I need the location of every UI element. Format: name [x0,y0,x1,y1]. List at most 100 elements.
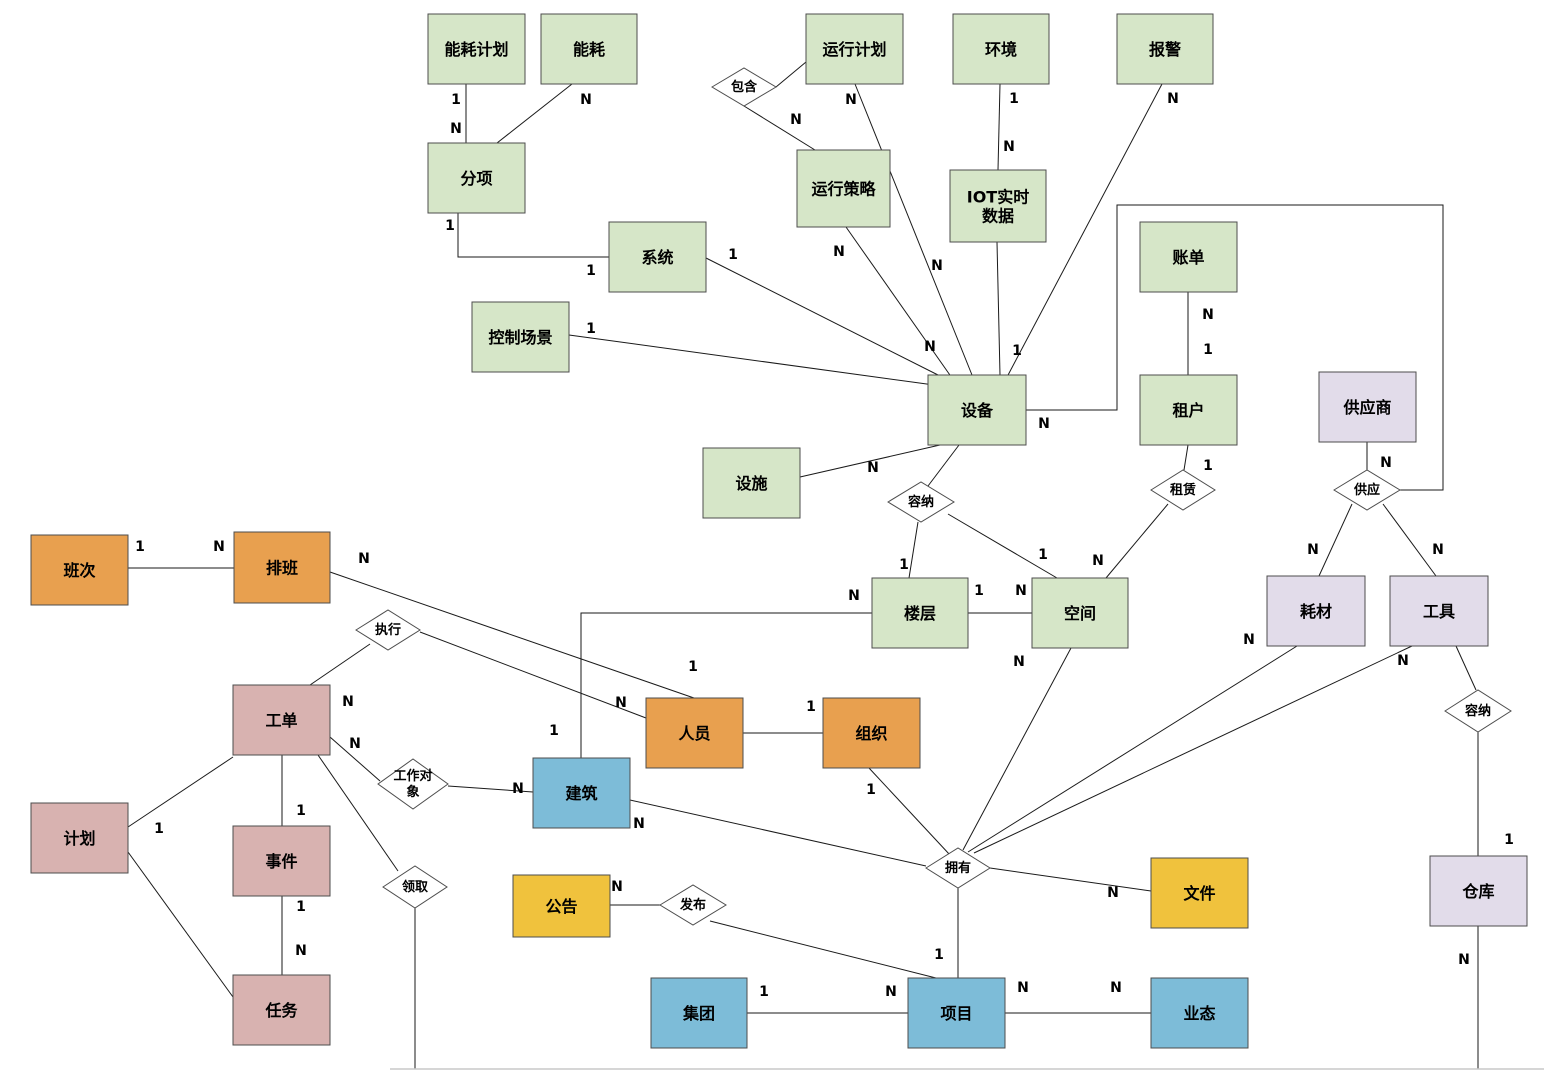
entity-supplier[interactable]: 供应商 [1318,371,1417,443]
entity-facility-box[interactable] [702,447,801,519]
entity-organization-box[interactable] [822,697,921,769]
relationship-work-object[interactable]: 工作对象 [377,758,449,810]
entity-personnel[interactable]: 人员 [645,697,744,769]
entity-warehouse[interactable]: 仓库 [1429,855,1528,927]
entity-tool-box[interactable] [1389,575,1489,647]
entity-space[interactable]: 空间 [1031,577,1129,649]
entity-business-type[interactable]: 业态 [1150,977,1249,1049]
relationship-supply[interactable]: 供应 [1333,469,1401,511]
entity-building-box[interactable] [532,757,631,829]
relationship-execute[interactable]: 执行 [355,609,421,651]
entity-task-box[interactable] [232,974,331,1046]
entity-project-box[interactable] [907,977,1006,1049]
node-label: 运行计划 [822,40,886,59]
entity-equipment-box[interactable] [927,374,1027,446]
entity-shift[interactable]: 班次 [30,534,129,606]
entity-alarm[interactable]: 报警 [1116,13,1214,85]
entity-energy-plan[interactable]: 能耗计划 [427,13,526,85]
entity-announcement-box[interactable] [512,874,611,938]
entity-shift-box[interactable] [30,534,129,606]
relationship-own-diamond[interactable] [925,847,991,889]
entity-personnel-box[interactable] [645,697,744,769]
entity-plan[interactable]: 计划 [30,802,129,874]
relationship-accommodate-equipment[interactable]: 容纳 [887,481,955,523]
entity-group-box[interactable] [650,977,748,1049]
entity-tool[interactable]: 工具 [1389,575,1489,647]
entity-equipment[interactable]: 设备 [927,374,1027,446]
entity-supplier-box[interactable] [1318,371,1417,443]
relationship-claim[interactable]: 领取 [382,865,448,909]
entity-system-box[interactable] [608,221,707,293]
entity-scheduling[interactable]: 排班 [233,531,331,604]
entity-subitem-box[interactable] [427,142,526,214]
entity-file-box[interactable] [1150,857,1249,929]
entity-organization[interactable]: 组织 [822,697,921,769]
entity-consumable[interactable]: 耗材 [1266,575,1366,647]
relationship-lease[interactable]: 租赁 [1150,469,1216,511]
cardinality-label: 1 [549,723,559,739]
entity-facility[interactable]: 设施 [702,447,801,519]
edge-subitem--system [457,213,609,258]
entity-operation-strategy-box[interactable] [796,149,891,228]
edge-environment--iot [997,83,1001,171]
entity-control-scene-box[interactable] [471,301,570,373]
entity-environment[interactable]: 环境 [952,13,1050,85]
entity-work-order-box[interactable] [232,684,331,756]
edge-operation-plan--equipment [854,83,973,376]
entity-warehouse-box[interactable] [1429,855,1528,927]
entity-announcement[interactable]: 公告 [512,874,611,938]
entity-group[interactable]: 集团 [650,977,748,1049]
entity-operation-strategy[interactable]: 运行策略 [796,149,891,228]
entity-bill[interactable]: 账单 [1139,221,1238,293]
relationship-accommodate-warehouse[interactable]: 容纳 [1444,689,1512,733]
entity-environment-box[interactable] [952,13,1050,85]
entity-operation-plan[interactable]: 运行计划 [805,13,904,85]
relationship-execute-diamond[interactable] [355,609,421,651]
entity-iot-realtime-data-box[interactable] [949,169,1047,243]
entity-floor[interactable]: 楼层 [871,577,969,649]
relationship-publish[interactable]: 发布 [659,884,727,926]
entity-tenant[interactable]: 租户 [1139,374,1238,446]
entity-system[interactable]: 系统 [608,221,707,293]
entity-energy[interactable]: 能耗 [540,13,638,85]
relationship-claim-diamond[interactable] [382,865,448,909]
entity-subitem[interactable]: 分项 [427,142,526,214]
relationship-accommodate-equipment-diamond[interactable] [887,481,955,523]
entity-operation-plan-box[interactable] [805,13,904,85]
edge-operation-strategy--equipment [845,226,953,379]
relationship-own[interactable]: 拥有 [925,847,991,889]
entity-event-box[interactable] [232,825,331,897]
relationship-accommodate-warehouse-diamond[interactable] [1444,689,1512,733]
node-label: 控制场景 [488,328,552,347]
relationship-contains-diamond[interactable] [711,67,777,107]
entity-project[interactable]: 项目 [907,977,1006,1049]
entity-building[interactable]: 建筑 [532,757,631,829]
entity-plan-box[interactable] [30,802,129,874]
entity-tenant-box[interactable] [1139,374,1238,446]
entity-alarm-box[interactable] [1116,13,1214,85]
entity-energy-plan-box[interactable] [427,13,526,85]
entity-work-order[interactable]: 工单 [232,684,331,756]
relationship-publish-diamond[interactable] [659,884,727,926]
cardinality-label: 1 [806,699,816,715]
entity-consumable-box[interactable] [1266,575,1366,647]
entity-energy-box[interactable] [540,13,638,85]
entity-bill-box[interactable] [1139,221,1238,293]
entity-task[interactable]: 任务 [232,974,331,1046]
relationship-lease-diamond[interactable] [1150,469,1216,511]
entity-floor-box[interactable] [871,577,969,649]
entity-event[interactable]: 事件 [232,825,331,897]
entity-iot-realtime-data[interactable]: IOT实时数据 [949,169,1047,243]
entity-control-scene[interactable]: 控制场景 [471,301,570,373]
node-label: 人员 [678,724,710,743]
entity-scheduling-box[interactable] [233,531,331,604]
cardinality-label: N [580,92,592,108]
edge-supply--tool [1382,503,1437,577]
entity-file[interactable]: 文件 [1150,857,1249,929]
relationship-supply-diamond[interactable] [1333,469,1401,511]
entity-space-box[interactable] [1031,577,1129,649]
entity-business-type-box[interactable] [1150,977,1249,1049]
relationship-work-object-diamond[interactable] [377,758,449,810]
node-label: 报警 [1149,40,1181,59]
relationship-contains[interactable]: 包含 [711,67,777,107]
